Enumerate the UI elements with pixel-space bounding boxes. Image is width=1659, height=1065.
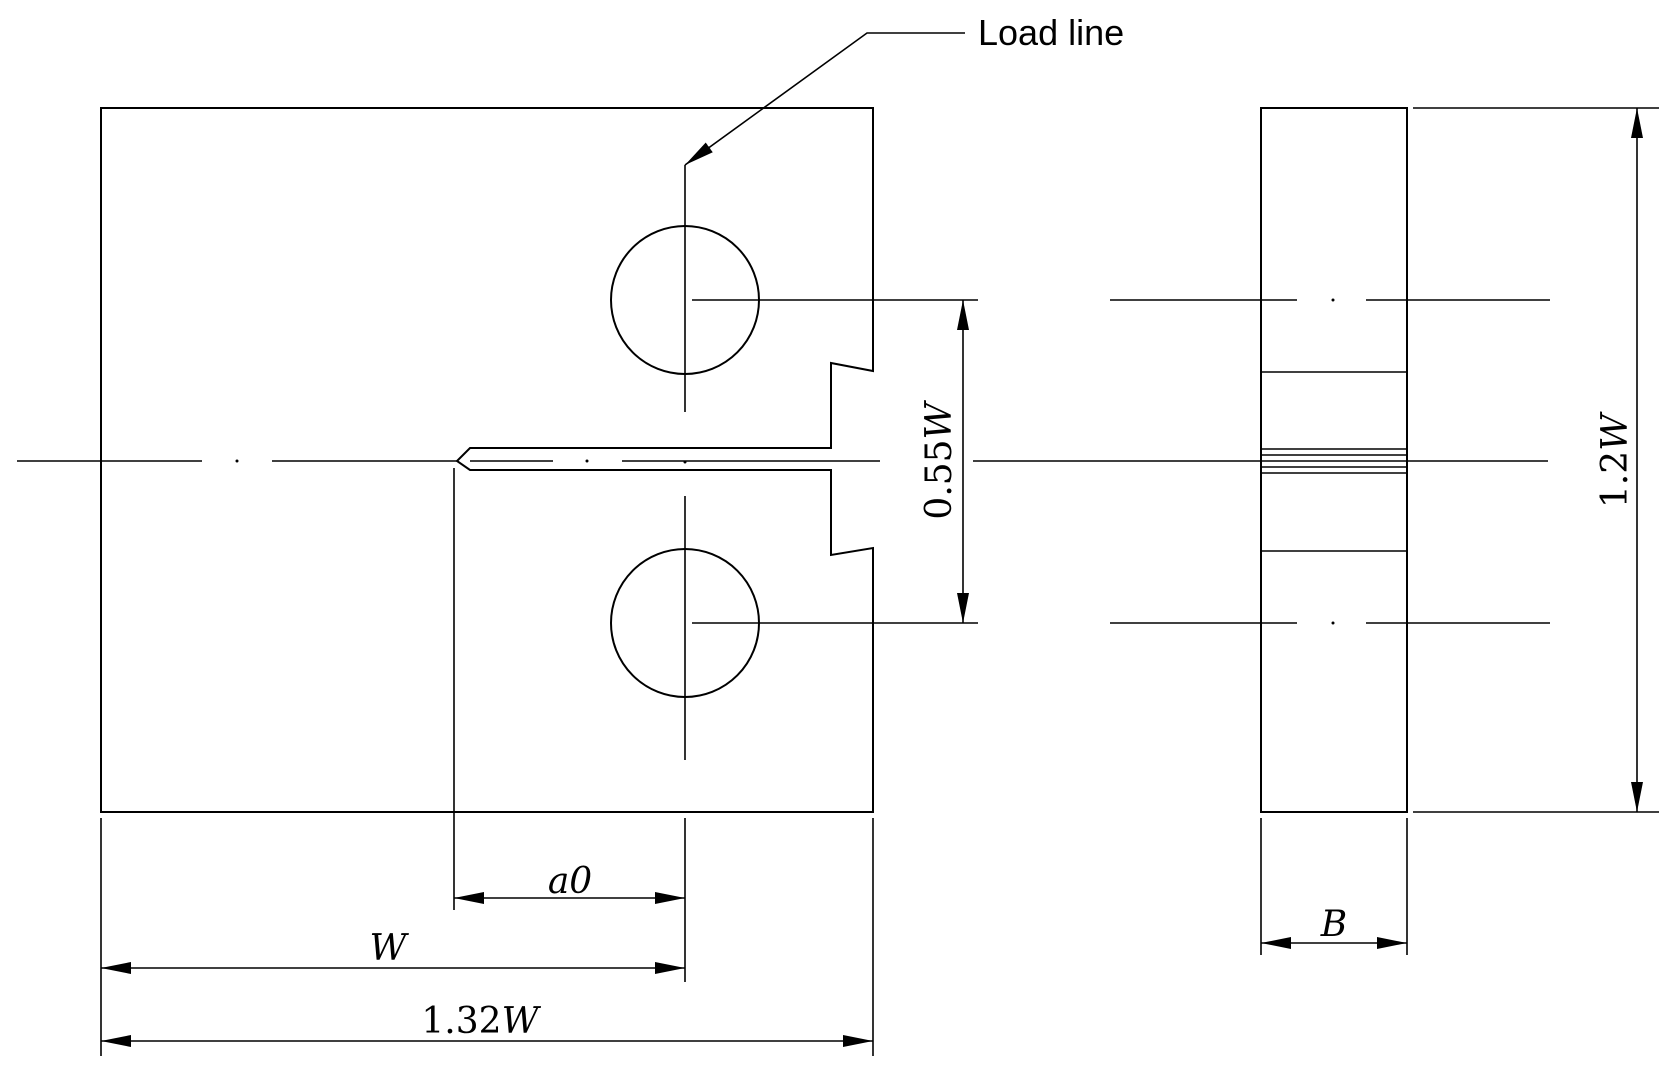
thickness-label: B	[1320, 904, 1347, 945]
notch-length-label: a0	[548, 861, 592, 902]
width-label: W	[369, 928, 409, 969]
pin-spacing-label: 0.55W	[919, 399, 960, 519]
side-lower-pin-dot	[1331, 621, 1335, 625]
side-view-outline	[1260, 107, 1408, 813]
front-view: a0 W 1.32W 0.55W Load line	[17, 12, 1548, 1056]
height-label: 1.2W	[1595, 411, 1636, 508]
side-view: 1.2W B	[1110, 107, 1659, 955]
side-upper-pin-dot	[1331, 298, 1335, 302]
symmetry-dot-1	[235, 459, 239, 463]
symmetry-dot-2	[585, 459, 589, 463]
specimen-outline	[100, 107, 874, 813]
overall-length-label: 1.32W	[421, 1001, 541, 1042]
load-line-label: Load line	[978, 12, 1124, 53]
load-line-leader	[684, 32, 965, 166]
